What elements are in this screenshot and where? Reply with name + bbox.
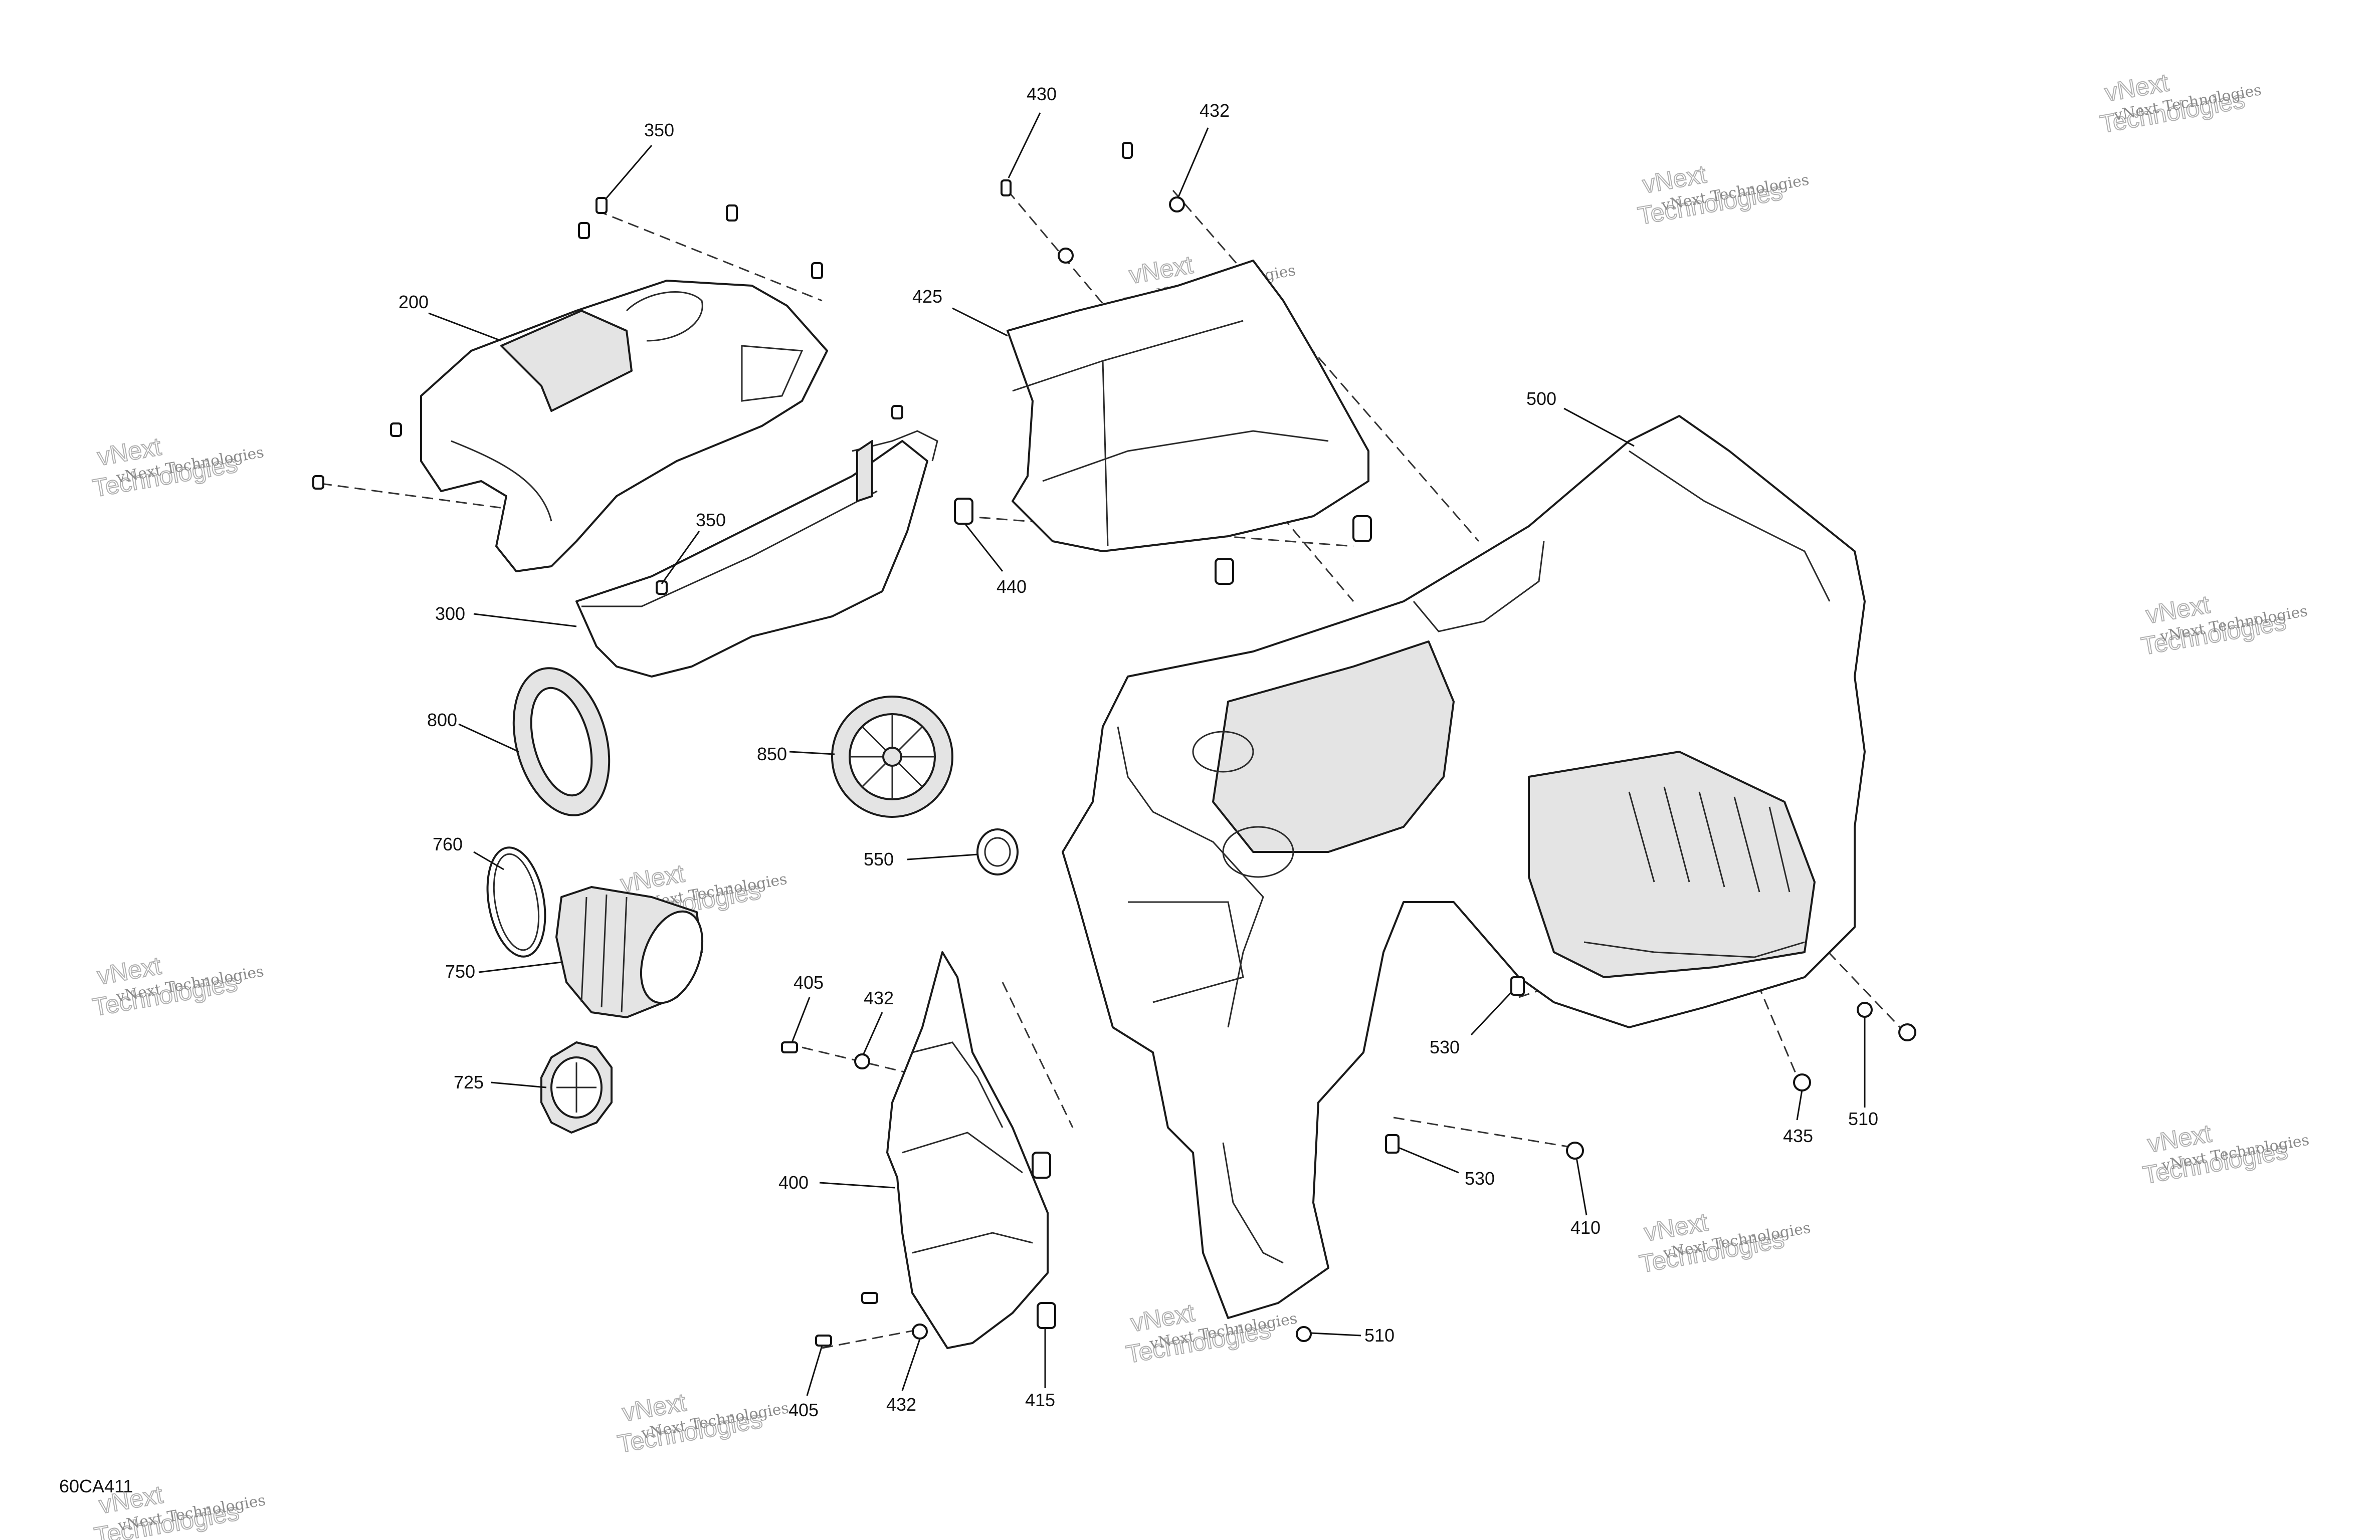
fasteners — [312, 142, 1916, 1347]
fastener — [390, 422, 402, 437]
callout-405: 405 — [794, 972, 824, 993]
nut — [1898, 1023, 1916, 1041]
fastener — [861, 1292, 878, 1304]
washer — [1058, 248, 1074, 264]
leader-lines — [428, 112, 1866, 1396]
clamp-760 — [486, 846, 546, 958]
callout-400: 400 — [778, 1172, 809, 1193]
fastener — [726, 204, 738, 222]
nut — [1566, 1142, 1584, 1160]
callout-435: 435 — [1783, 1126, 1813, 1146]
heat-shield-425 — [1007, 260, 1369, 552]
callout-440: 440 — [997, 576, 1027, 597]
fastener — [656, 580, 668, 595]
callout-200: 200 — [399, 292, 429, 312]
clip-nut — [1037, 1302, 1056, 1329]
callout-425: 425 — [912, 286, 942, 307]
callout-750: 750 — [445, 961, 475, 982]
nut — [1857, 1002, 1873, 1018]
callout-350: 350 — [696, 510, 726, 530]
callout-432: 432 — [1200, 100, 1230, 121]
gasket-800 — [512, 667, 611, 816]
washer — [912, 1324, 928, 1340]
fastener — [312, 475, 324, 490]
watermark: vNext Technologies vNext Technologies — [2097, 68, 2263, 139]
callout-800: 800 — [427, 710, 457, 730]
intake-boot-750 — [555, 886, 704, 1018]
callout-432: 432 — [886, 1394, 916, 1415]
clip-nut — [1352, 515, 1372, 542]
fastener — [1001, 179, 1012, 196]
washer — [854, 1053, 870, 1069]
nut — [1793, 1073, 1811, 1091]
fastener — [578, 222, 590, 239]
diagram-code: 60CA411 — [59, 1476, 133, 1496]
callout-500: 500 — [1526, 388, 1556, 409]
watermark: vNext Technologies vNext Technologies — [1637, 1207, 1812, 1278]
callout-410: 410 — [1570, 1217, 1601, 1238]
callout-510: 510 — [1848, 1109, 1878, 1129]
callout-430: 430 — [1027, 84, 1057, 104]
airbox-frame-500 — [1062, 415, 1866, 1319]
callout-405: 405 — [788, 1400, 819, 1420]
fastener — [811, 262, 823, 279]
watermark: vNext Technologies vNext Technologies — [1635, 159, 1810, 231]
plug-550 — [976, 828, 1019, 875]
callout-530: 530 — [1430, 1037, 1460, 1057]
clip-nut — [1032, 1152, 1051, 1179]
callout-530: 530 — [1465, 1168, 1495, 1189]
callout-510: 510 — [1364, 1325, 1395, 1346]
intake-duct-200 — [420, 280, 828, 572]
callout-850: 850 — [757, 744, 787, 764]
callout-725: 725 — [454, 1072, 484, 1092]
fastener — [815, 1335, 832, 1347]
callout-300: 300 — [435, 603, 465, 624]
watermark: vNext Technologies vNext Technologies — [90, 432, 265, 503]
clip-nut — [954, 498, 973, 525]
callout-760: 760 — [433, 834, 463, 854]
callout-350: 350 — [644, 120, 674, 140]
fastener — [891, 405, 903, 419]
fastener — [1122, 142, 1133, 159]
watermark: vNext Technologies vNext Technologies — [615, 1388, 790, 1459]
watermark: vNext Technologies vNext Technologies — [92, 1480, 267, 1540]
watermark: vNext Technologies vNext Technologies — [90, 951, 265, 1022]
grommet-725 — [540, 1041, 613, 1134]
nut — [1296, 1326, 1312, 1342]
clip-nut — [1215, 558, 1234, 585]
callout-432: 432 — [864, 988, 894, 1008]
fastener — [781, 1041, 798, 1053]
intake-cover-850 — [831, 696, 953, 818]
side-panel-400 — [886, 951, 1049, 1349]
callout-labels: 430 432 350 200 425 500 350 440 300 800 … — [399, 84, 1878, 1420]
watermark: vNext Technologies vNext Technologies — [2139, 590, 2309, 661]
watermark: vNext Technologies vNext Technologies — [2140, 1119, 2311, 1190]
fastener — [1510, 976, 1525, 996]
washer — [1169, 196, 1185, 212]
duct-bracket-300 — [575, 430, 938, 678]
fastener — [596, 197, 608, 214]
callout-415: 415 — [1025, 1390, 1055, 1410]
fastener — [1385, 1134, 1400, 1154]
callout-550: 550 — [864, 849, 894, 869]
